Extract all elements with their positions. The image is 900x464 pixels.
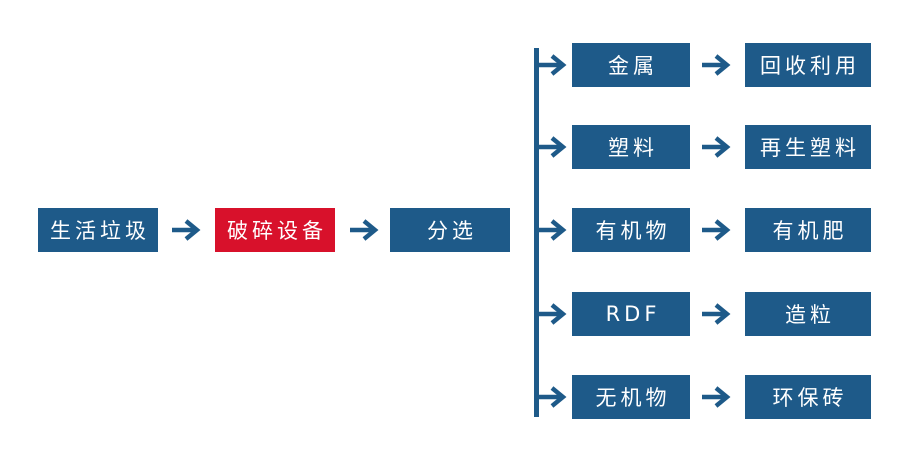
- node-metal-label: 金属: [608, 54, 658, 78]
- node-inorganic-matter: 无机物: [572, 375, 690, 419]
- branch-connector-line: [534, 48, 539, 417]
- node-sorting: 分选: [390, 208, 510, 252]
- node-organic-fertilizer-label: 有机肥: [772, 219, 848, 243]
- node-recycling-label: 回收利用: [760, 54, 860, 78]
- node-eco-brick: 环保砖: [745, 375, 871, 419]
- node-organic-matter: 有机物: [572, 208, 690, 252]
- right-arrow-icon: [538, 136, 567, 158]
- right-arrow-icon: [702, 54, 731, 76]
- right-arrow-icon: [702, 386, 731, 408]
- right-arrow-icon: [702, 303, 731, 325]
- node-crushing-equipment-label: 破碎设备: [227, 219, 327, 243]
- node-recycled-plastic: 再生塑料: [745, 125, 871, 169]
- node-plastic: 塑料: [572, 125, 690, 169]
- node-granulation: 造粒: [745, 292, 871, 336]
- right-arrow-icon: [538, 54, 567, 76]
- node-sorting-label: 分选: [427, 219, 477, 243]
- node-metal: 金属: [572, 43, 690, 87]
- node-recycling: 回收利用: [745, 43, 871, 87]
- node-organic-fertilizer: 有机肥: [745, 208, 871, 252]
- node-rdf-label: RDF: [605, 302, 661, 326]
- node-recycled-plastic-label: 再生塑料: [760, 136, 860, 160]
- right-arrow-icon: [350, 219, 379, 241]
- node-inorganic-matter-label: 无机物: [595, 386, 671, 410]
- right-arrow-icon: [702, 219, 731, 241]
- right-arrow-icon: [172, 219, 201, 241]
- node-household-waste: 生活垃圾: [38, 208, 158, 252]
- right-arrow-icon: [702, 136, 731, 158]
- node-eco-brick-label: 环保砖: [772, 386, 848, 410]
- node-crushing-equipment: 破碎设备: [215, 208, 335, 252]
- node-plastic-label: 塑料: [608, 136, 658, 160]
- right-arrow-icon: [538, 219, 567, 241]
- node-rdf: RDF: [572, 292, 690, 336]
- right-arrow-icon: [538, 303, 567, 325]
- right-arrow-icon: [538, 386, 567, 408]
- node-household-waste-label: 生活垃圾: [50, 219, 150, 243]
- node-organic-matter-label: 有机物: [595, 219, 671, 243]
- node-granulation-label: 造粒: [785, 303, 835, 327]
